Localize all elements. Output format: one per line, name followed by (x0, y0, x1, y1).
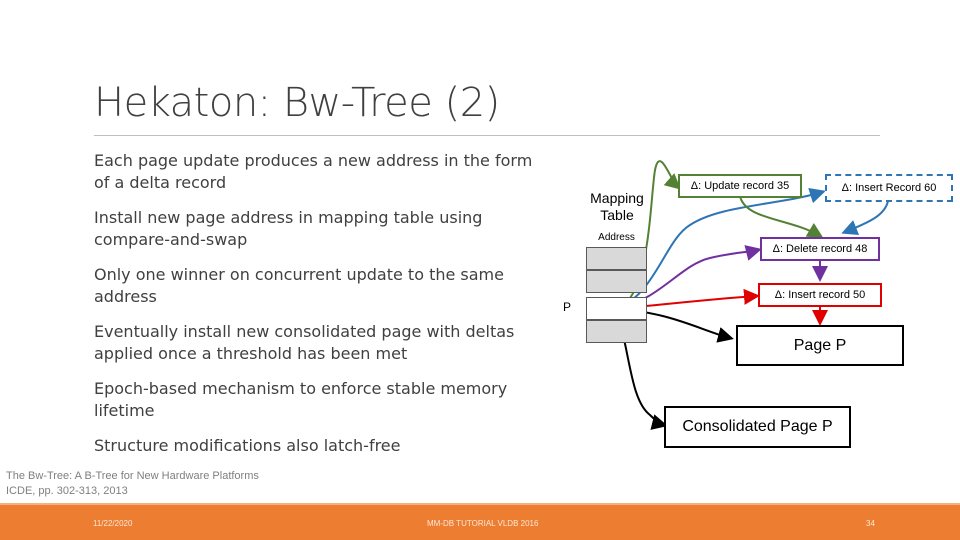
citation-venue: ICDE, pp. 302-313, 2013 (6, 485, 128, 497)
bullet-list: Each page update produces a new address … (94, 150, 544, 470)
chain-insert60-to-delete (841, 200, 889, 235)
bullet-item: Epoch-based mechanism to enforce stable … (94, 379, 508, 420)
bullet-item: Each page update produces a new address … (94, 151, 533, 192)
footer-accent-line (0, 503, 960, 505)
footer-date: 11/22/2020 (93, 519, 133, 528)
delta-update-record-35: Δ: Update record 35 (678, 174, 802, 198)
slide-title: Hekaton: Bw-Tree (2) (94, 80, 500, 126)
mapping-table-cell (586, 270, 647, 293)
consolidated-page-p-box: Consolidated Page P (664, 406, 851, 448)
mapping-table-title: Mapping Table (590, 190, 644, 223)
mapping-table-cell-p (586, 297, 647, 320)
bullet-item: Structure modifications also latch-free (94, 436, 401, 455)
mapping-table-cell (586, 247, 647, 270)
delta-delete-record-48: Δ: Delete record 48 (760, 237, 880, 261)
footer-center-text: MM-DB TUTORIAL VLDB 2016 (427, 519, 539, 528)
citation: The Bw-Tree: A B-Tree for New Hardware P… (6, 469, 259, 499)
bullet-item: Install new page address in mapping tabl… (94, 208, 483, 249)
page-p-box: Page P (736, 325, 904, 366)
bullet-item: Only one winner on concurrent update to … (94, 265, 504, 306)
bullet-item: Eventually install new consolidated page… (94, 322, 515, 363)
chain-update-to-delete (739, 195, 824, 239)
address-label: Address (598, 232, 635, 243)
delta-insert-record-60: Δ: Insert Record 60 (825, 174, 953, 202)
mapping-table-cell (586, 320, 647, 343)
p-label: P (563, 300, 572, 314)
title-divider (94, 135, 880, 136)
footer-page-number: 34 (866, 519, 875, 528)
citation-title: The Bw-Tree: A B-Tree for New Hardware P… (6, 470, 259, 482)
footer-bar: 11/22/2020 MM-DB TUTORIAL VLDB 2016 34 (0, 505, 960, 540)
delta-insert-record-50: Δ: Insert record 50 (758, 283, 882, 307)
